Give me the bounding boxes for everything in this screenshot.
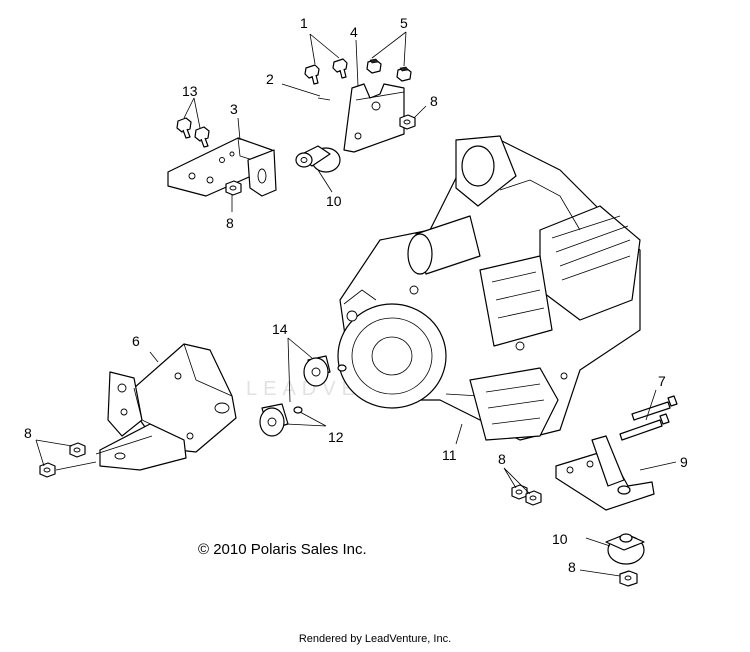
callout-6: 6 xyxy=(132,333,140,349)
nut-8-left-pair xyxy=(39,442,86,478)
callout-11: 11 xyxy=(442,447,457,463)
callout-8-bottom-middle: 8 xyxy=(498,451,506,467)
clip-2 xyxy=(317,97,331,101)
callout-5: 5 xyxy=(400,15,408,31)
copyright-notice: © 2010 Polaris Sales Inc. xyxy=(198,541,367,558)
nut-8-bottom-middle-pair xyxy=(511,484,542,506)
callout-labels: 1 2 3 4 5 8 13 8 10 6 14 12 8 11 7 9 8 1… xyxy=(24,15,688,575)
callout-13: 13 xyxy=(182,83,198,99)
callout-8-bottom-right: 8 xyxy=(568,559,576,575)
callout-4: 4 xyxy=(350,24,358,40)
nut-8-bottom-right xyxy=(619,570,638,587)
callout-3: 3 xyxy=(230,101,238,117)
bracket-9 xyxy=(555,435,655,511)
bolt-1-pair xyxy=(304,58,348,85)
callout-14: 14 xyxy=(272,321,288,337)
callout-8-left: 8 xyxy=(24,425,32,441)
bolt-13-pair xyxy=(176,117,210,148)
nut-5-pair xyxy=(366,58,412,82)
callout-12: 12 xyxy=(328,429,344,445)
callout-10-top: 10 xyxy=(326,193,342,209)
callout-1: 1 xyxy=(300,15,308,31)
callout-10-bottom: 10 xyxy=(552,531,568,547)
bolt-7-pair xyxy=(619,395,678,441)
callout-9: 9 xyxy=(680,454,688,470)
callout-7: 7 xyxy=(658,373,666,389)
callout-2: 2 xyxy=(266,71,274,87)
mount-10-top xyxy=(295,145,341,173)
leader-lines xyxy=(35,31,677,577)
callout-8-top-middle: 8 xyxy=(430,93,438,109)
mount-12-lower xyxy=(259,403,303,437)
bracket-4 xyxy=(343,83,405,153)
engine-assembly-11 xyxy=(337,135,641,441)
nut-8-top-left xyxy=(225,180,242,196)
mount-14-upper xyxy=(303,355,347,387)
callout-8-top-left: 8 xyxy=(226,215,234,231)
nut-8-top-middle xyxy=(399,114,416,130)
rendered-by-credit: Rendered by LeadVenture, Inc. xyxy=(298,633,452,645)
bracket-3 xyxy=(167,137,277,197)
mount-10-bottom xyxy=(605,533,645,565)
bracket-6 xyxy=(99,343,237,471)
